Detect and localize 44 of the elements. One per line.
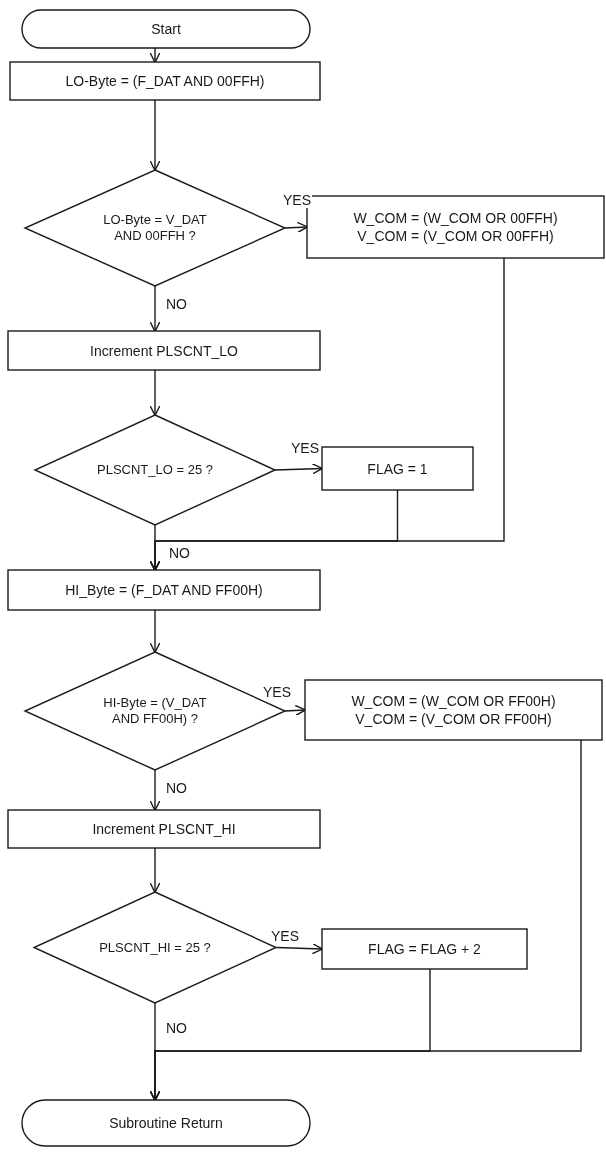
arrow <box>149 285 161 333</box>
node-text: W_COM = (W_COM OR 00FFH) <box>353 209 558 227</box>
edge-label: YES <box>270 928 300 944</box>
arrow <box>149 847 161 894</box>
node-text: Increment PLSCNT_LO <box>90 341 238 360</box>
arrow <box>149 769 161 812</box>
terminal-shape <box>22 1100 310 1146</box>
edge-label: YES <box>262 684 292 700</box>
node-text: Start <box>151 20 181 38</box>
process-box <box>10 62 320 100</box>
decision-diamond <box>35 415 275 525</box>
node-text: FLAG = 1 <box>367 459 428 478</box>
node-text: Subroutine Return <box>109 1114 223 1132</box>
arrow <box>149 739 582 1102</box>
node-text: LO-Byte = (F_DAT AND 00FFH) <box>65 72 265 90</box>
node-text: FLAG = FLAG + 2 <box>368 940 481 958</box>
decision-diamond <box>25 170 285 286</box>
process-box <box>8 331 320 370</box>
edge-label: NO <box>165 296 188 312</box>
edge-label: NO <box>168 545 191 561</box>
node-text: PLSCNT_HI = 25 ? <box>99 939 211 956</box>
edge-label: YES <box>282 192 312 208</box>
edge-label: NO <box>165 1020 188 1036</box>
process-box <box>322 929 527 969</box>
arrow <box>149 99 161 172</box>
node-text: V_COM = (V_COM OR 00FFH) <box>357 227 554 245</box>
node-text: W_COM = (W_COM OR FF00H) <box>351 692 556 710</box>
node-text: PLSCNT_LO = 25 ? <box>97 462 213 478</box>
edge-label: NO <box>165 780 188 796</box>
arrow <box>149 369 161 417</box>
terminal-shape <box>22 10 310 48</box>
node-text: HI_Byte = (F_DAT AND FF00H) <box>65 581 263 599</box>
arrow <box>149 609 161 654</box>
process-box <box>8 810 320 848</box>
arrow <box>149 47 161 64</box>
node-text: LO-Byte = V_DAT AND 00FFH ? <box>102 212 208 244</box>
node-text: HI-Byte = (V_DAT AND FF00H) ? <box>102 695 208 727</box>
process-box <box>8 570 320 610</box>
node-text: Increment PLSCNT_HI <box>92 820 236 838</box>
process-box <box>322 447 473 490</box>
edge-label: YES <box>290 440 320 456</box>
node-text: V_COM = (V_COM OR FF00H) <box>355 710 552 728</box>
arrow <box>149 257 505 572</box>
process-box <box>305 680 602 740</box>
